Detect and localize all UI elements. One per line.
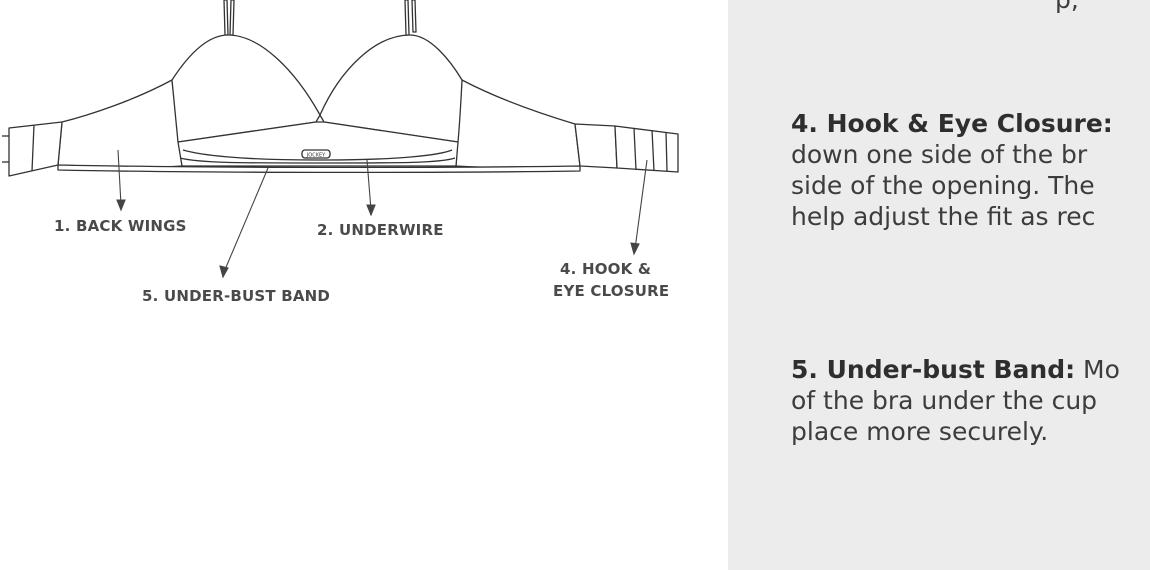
hook-eye-heading: 4. Hook & Eye Closure: [791,109,1113,138]
logo-text: JOCKEY [306,153,326,159]
under-bust-band-shape [57,164,581,174]
hook-eye-line1: down one side of the br [791,140,1088,169]
label-back-wings: 1. BACK WINGS [54,217,187,235]
logo-plaque [301,149,331,159]
right-end-panel [574,123,618,169]
underwire-channel [182,149,453,161]
under-bust-paragraph: 5. Under-bust Band: Mo of the bra under … [791,354,1150,447]
left-strap [223,0,229,36]
left-end-panel [8,121,63,177]
under-bust-heading: 5. Under-bust Band: [791,355,1076,384]
under-bust-line2: of the bra under the cup [791,386,1098,415]
hook-eye-panel [614,125,679,173]
hook-eye-line3: help adjust the fit as rec [791,202,1096,231]
label-under-bust-band: 5. UNDER-BUST BAND [142,287,331,305]
right-strap [404,0,410,36]
diagram-area: JOCKEY 1. BACK WINGS 2. UNDERWIRE 5. UND… [2,0,679,305]
label-hook-line2: EYE CLOSURE [553,282,670,300]
hook-eye-paragraph: 4. Hook & Eye Closure: down one side of … [791,108,1150,232]
under-bust-line1: Mo [1075,355,1120,384]
bra-illustration: JOCKEY [2,0,679,279]
label-hook-line1: 4. HOOK & [560,260,652,278]
hook-eye-line2: side of the opening. The [791,171,1095,200]
top-fragment: p, [1055,0,1150,15]
center-gore [177,121,459,167]
left-strap-inner [229,0,235,36]
description-panel: p, 4. Hook & Eye Closure: down one side … [728,0,1150,570]
left-back-wing [57,79,183,168]
right-strap-inner [411,0,417,33]
right-back-wing [455,79,581,169]
left-cup [171,34,321,143]
under-bust-line3: place more securely. [791,417,1049,446]
label-underwire: 2. UNDERWIRE [317,221,444,239]
top-fragment-text: p, [1055,0,1150,15]
right-cup [319,34,463,143]
